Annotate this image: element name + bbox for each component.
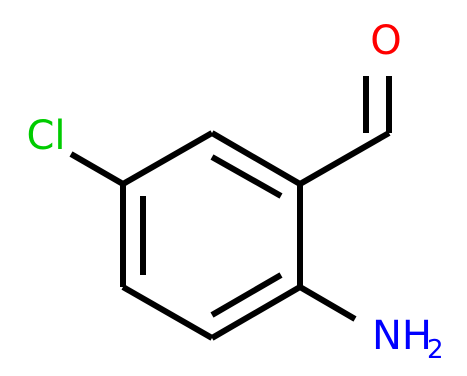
- ring-bond-top-right: [210, 130, 302, 187]
- amine-label: NH: [372, 313, 432, 359]
- ring-inner-bond-bottom-right: [210, 272, 283, 318]
- amine-bond: [298, 284, 357, 322]
- amine-subscript: 2: [427, 335, 444, 365]
- chlorine-bond: [69, 151, 125, 187]
- ring-bond-bottom-right: [210, 284, 302, 341]
- aldehyde-c-bond: [298, 130, 391, 187]
- ring-bond-bottom-left: [121, 284, 214, 341]
- ring-bond-top-left: [121, 130, 214, 187]
- ring-inner-bond-top-right: [210, 154, 283, 199]
- oxygen-label: O: [370, 18, 401, 64]
- chlorine-label: Cl: [26, 113, 65, 159]
